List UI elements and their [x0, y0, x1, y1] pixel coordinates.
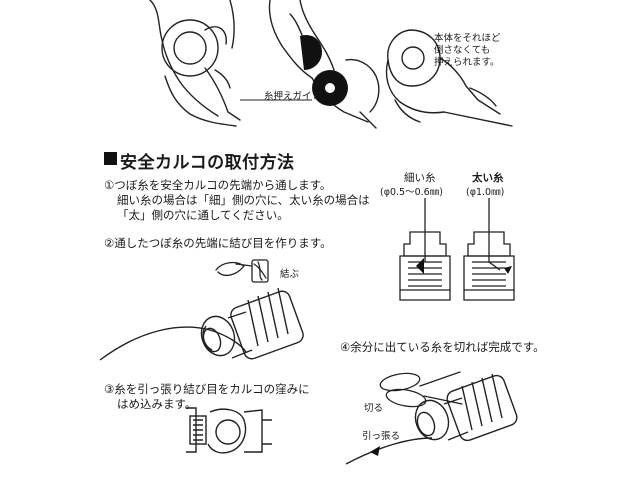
note-line-2: 倒さなくても	[434, 45, 491, 56]
ito-osae-guide-label: 糸押えガイド	[264, 91, 322, 102]
karuko-device-step3	[186, 407, 272, 454]
hand-illustration-3	[385, 29, 513, 127]
thick-thread-label: 太い糸	[472, 172, 504, 184]
step4-text: ④余分に出ている糸を切れば完成です。	[340, 340, 545, 354]
hand-illustration-1	[149, 0, 241, 127]
knot-label: 結ぶ	[280, 269, 300, 280]
note-line-3: 押えられます。	[434, 57, 500, 68]
knot-diagram	[215, 259, 269, 283]
thick-thread-cross-section	[463, 198, 515, 301]
section-title: 安全カルコの取付方法	[120, 153, 295, 173]
title-bullet-icon	[104, 152, 117, 165]
step3-line-1: ③糸を引っ張り結び目をカルコの窪みに	[104, 382, 310, 396]
step2-text: ②通したつぼ糸の先端に結び目を作ります。	[104, 236, 332, 250]
cut-label: 切る	[364, 403, 384, 414]
hand-illustration-2	[268, 0, 380, 129]
note-line-1: 本体をそれほど	[434, 33, 501, 44]
thin-thread-cross-section	[399, 198, 451, 301]
karuko-device-step4	[345, 373, 518, 465]
step1-line-3: 「太」側の穴に通してください。	[117, 208, 289, 222]
pull-label: 引っ張る	[362, 431, 401, 442]
step1-line-1: ①つぼ糸を安全カルコの先端から通します。	[104, 178, 332, 192]
pull-arrow	[370, 446, 380, 456]
spool-black	[300, 34, 348, 106]
step3-line-2: はめ込みます。	[117, 397, 197, 411]
karuko-device-step2	[99, 287, 304, 361]
thin-thread-label: 細い糸	[404, 172, 436, 184]
thread-arrows	[416, 258, 512, 274]
step1-line-2: 細い糸の場合は「細」側の穴に、太い糸の場合は	[117, 193, 370, 207]
thick-thread-size: (φ1.0㎜)	[466, 187, 505, 198]
thin-thread-size: (φ0.5～0.6㎜)	[380, 187, 443, 198]
